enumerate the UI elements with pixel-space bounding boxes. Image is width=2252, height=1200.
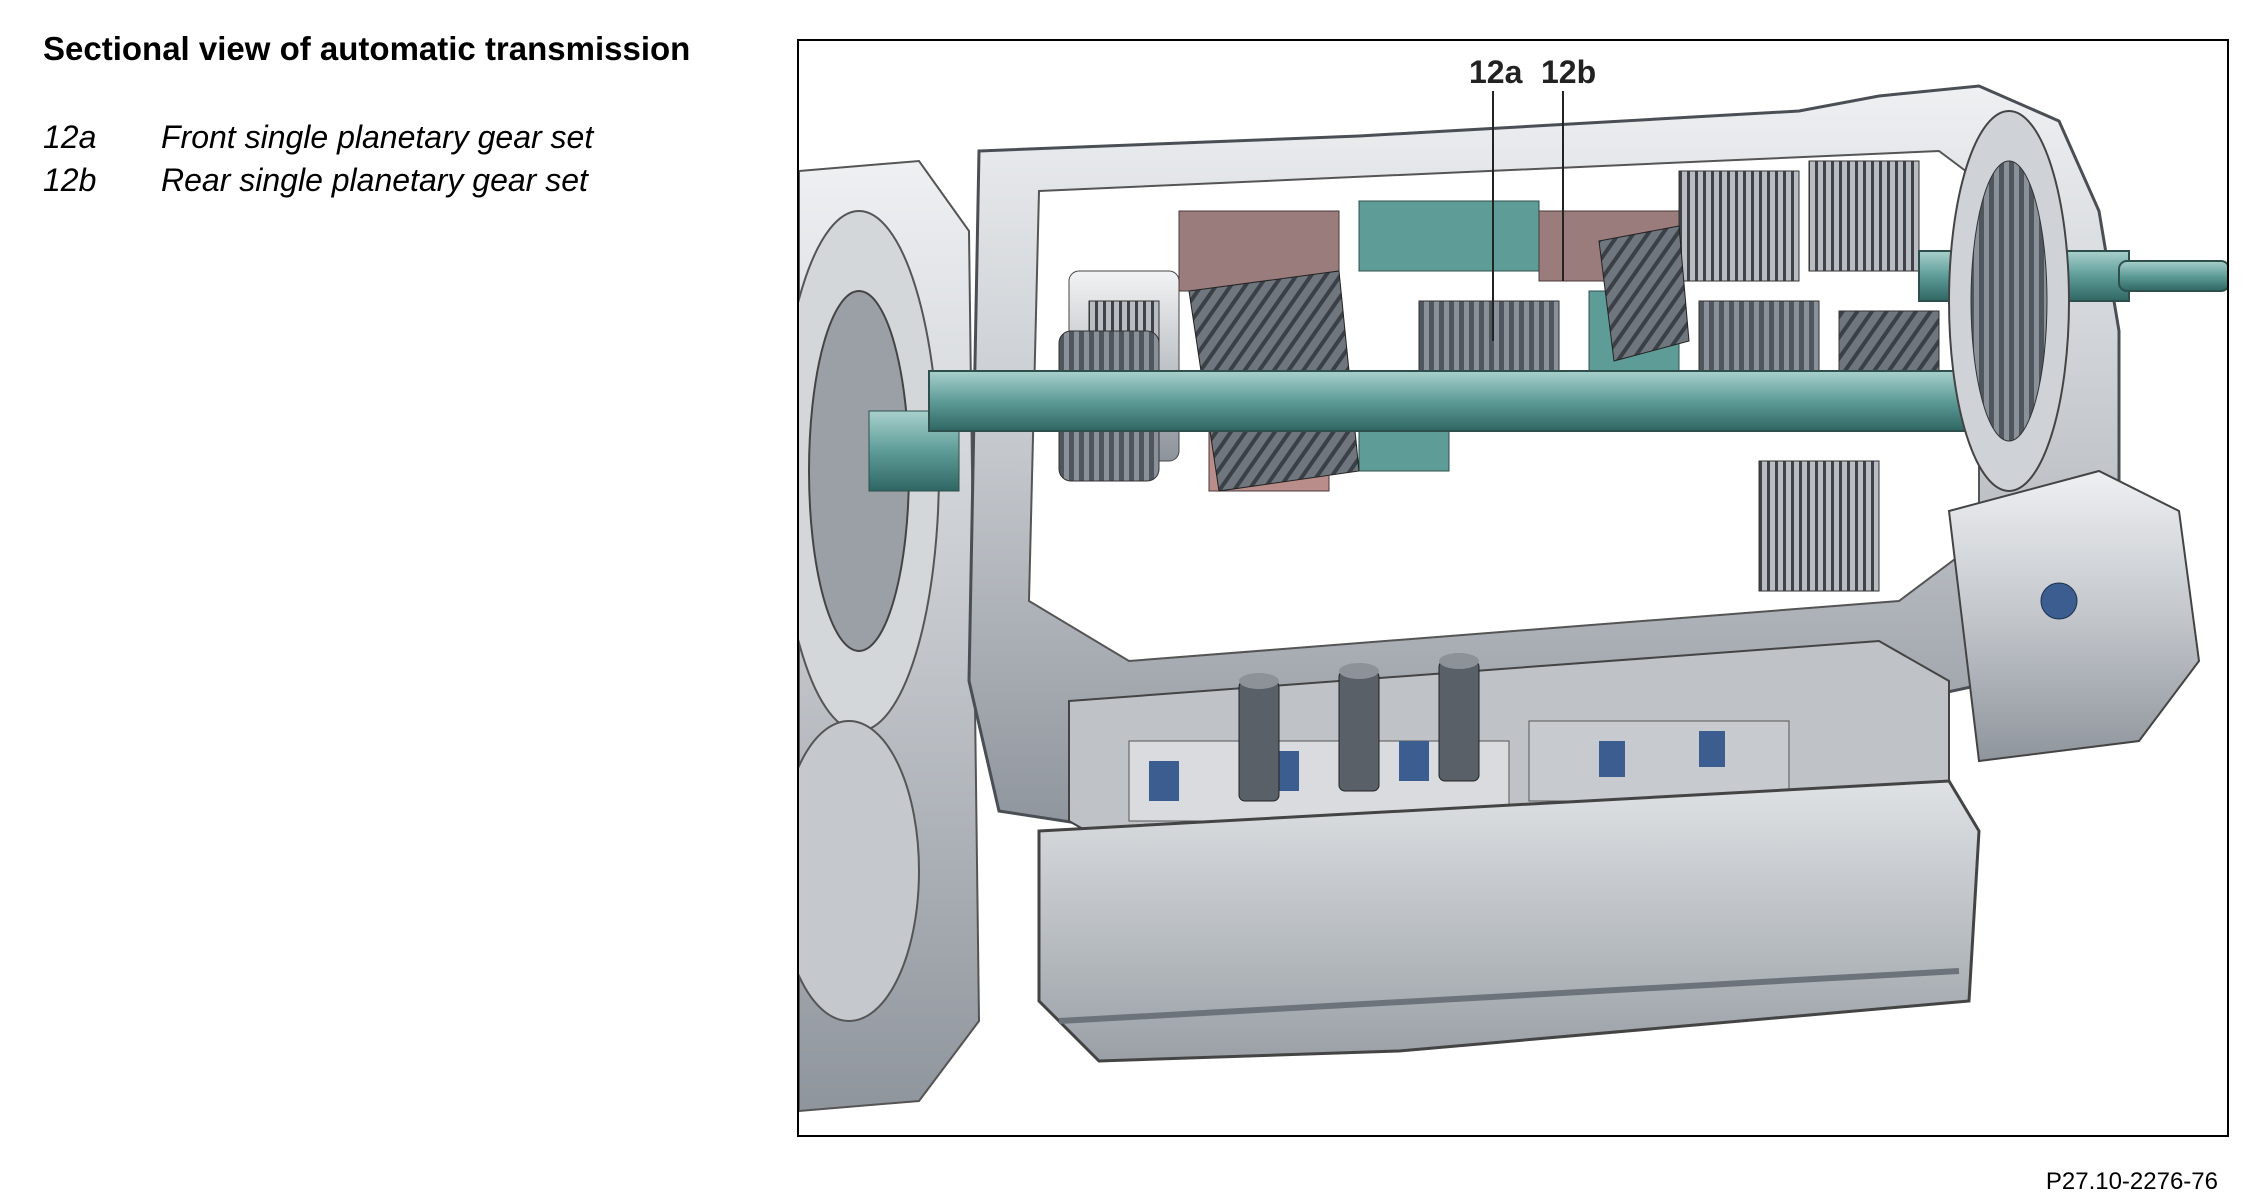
legend-key: 12a: [43, 119, 97, 155]
parking-lock-mechanism: [1947, 469, 2201, 763]
callout-12b: 12b: [1541, 54, 1596, 90]
legend: 12a Front single planetary gear set 12b …: [43, 116, 593, 202]
callout-leaders: [1492, 91, 1564, 341]
legend-key: 12b: [43, 162, 97, 198]
transmission-figure-frame: 12a 12b: [797, 39, 2229, 1137]
legend-item: 12a Front single planetary gear set: [43, 116, 593, 159]
legend-description: Rear single planetary gear set: [161, 162, 588, 198]
oil-pan: [1037, 779, 1981, 1063]
solenoid-valves: [1238, 653, 1480, 802]
figure-reference: P27.10-2276-76: [2045, 1168, 2218, 1195]
output-gear: [1948, 110, 2070, 492]
torque-converter-housing: [799, 159, 981, 1113]
legend-item: 12b Rear single planetary gear set: [43, 159, 593, 202]
transmission-illustration: 12a 12b: [799, 54, 2227, 1113]
callout-12a: 12a: [1469, 54, 1523, 90]
page-title: Sectional view of automatic transmission: [43, 30, 691, 67]
legend-description: Front single planetary gear set: [161, 119, 594, 155]
